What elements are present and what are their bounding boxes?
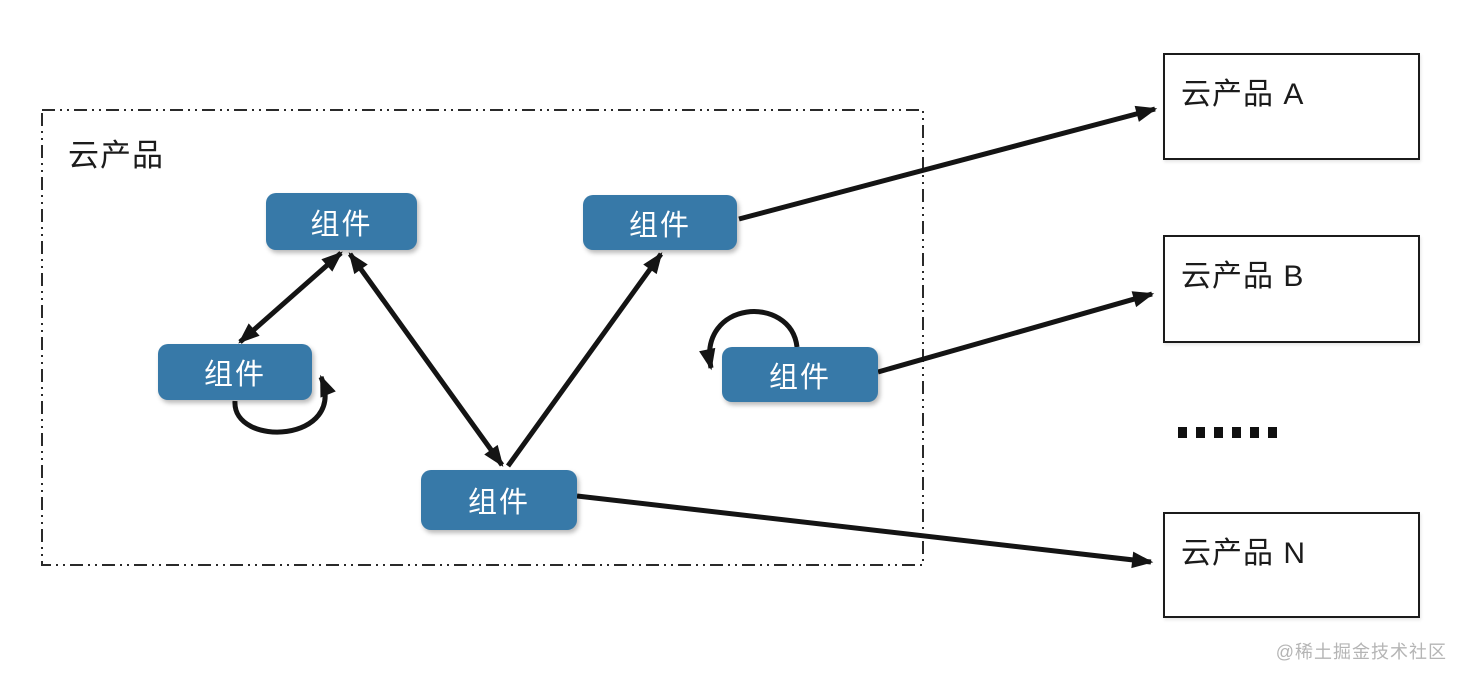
self-loop-arrow-c4 xyxy=(699,309,800,371)
component-node: 组件 xyxy=(421,470,577,530)
cloud-product-n-label: 云产品 N xyxy=(1181,537,1306,570)
cloud-product-b-label: 云产品 B xyxy=(1181,260,1305,293)
arrow-c5-c3 xyxy=(505,252,664,468)
ellipsis-dot xyxy=(1196,427,1205,438)
arrow-c1-c2 xyxy=(238,251,343,344)
arrow-c1-c5 xyxy=(347,252,505,467)
arrow-c4-pB xyxy=(877,291,1155,375)
arrow-c3-pA xyxy=(738,105,1158,222)
cloud-product-a-box: 云产品 A xyxy=(1163,53,1420,160)
component-node: 组件 xyxy=(266,193,417,250)
ellipsis-dots xyxy=(1178,427,1277,438)
cloud-product-container-label: 云产品 xyxy=(68,138,164,173)
cloud-product-b-box: 云产品 B xyxy=(1163,235,1420,343)
self-loop-arrow-c2 xyxy=(232,374,336,435)
component-label: 组件 xyxy=(203,359,266,391)
component-label: 组件 xyxy=(768,361,831,394)
cloud-product-container-border xyxy=(41,109,924,566)
watermark-text: @稀土掘金技术社区 xyxy=(1275,642,1447,662)
ellipsis-dot xyxy=(1178,427,1187,438)
component-label: 组件 xyxy=(628,209,691,242)
ellipsis-dot xyxy=(1232,427,1241,438)
component-node: 组件 xyxy=(722,347,878,402)
arrow-c5-pN xyxy=(576,493,1154,569)
ellipsis-dot xyxy=(1250,427,1259,438)
cloud-product-n-box: 云产品 N xyxy=(1163,512,1420,618)
component-node: 组件 xyxy=(583,195,737,250)
component-label: 组件 xyxy=(310,208,373,241)
cloud-product-a-label: 云产品 A xyxy=(1181,78,1305,111)
ellipsis-dot xyxy=(1268,427,1277,438)
component-label: 组件 xyxy=(467,487,530,519)
component-node: 组件 xyxy=(158,344,312,400)
ellipsis-dot xyxy=(1214,427,1223,438)
